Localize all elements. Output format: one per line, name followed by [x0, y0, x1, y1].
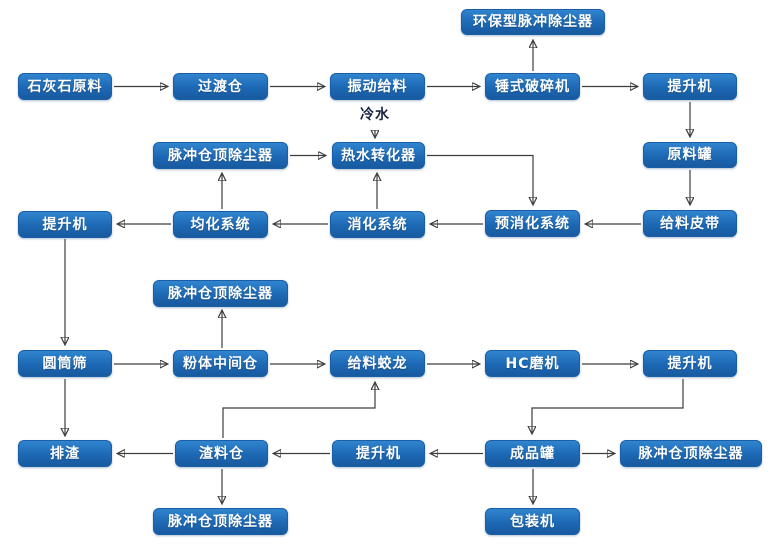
- node-pre-digestion-system: 预消化系统: [485, 210, 580, 237]
- node-hc-mill: HC磨机: [485, 350, 580, 377]
- node-elevator-4: 提升机: [332, 440, 425, 467]
- node-drum-screen: 圆筒筛: [18, 350, 112, 377]
- node-elevator-2: 提升机: [18, 211, 112, 238]
- node-raw-material-tank: 原料罐: [643, 142, 737, 168]
- flow-arrow: [427, 154, 533, 205]
- flow-arrow: [222, 383, 375, 438]
- node-pulse-silo-top-dust-collector-3: 脉冲仓顶除尘器: [620, 440, 762, 467]
- node-limestone-raw-material: 石灰石原料: [18, 73, 112, 100]
- node-feeding-screw: 给料蛟龙: [330, 350, 425, 377]
- node-slag-discharge: 排渣: [18, 440, 112, 467]
- node-elevator-3: 提升机: [643, 350, 737, 377]
- node-digestion-system: 消化系统: [330, 211, 425, 238]
- node-hot-water-converter: 热水转化器: [332, 142, 425, 169]
- node-pulse-silo-top-dust-collector-4: 脉冲仓顶除尘器: [153, 508, 288, 535]
- node-vibrating-feeder: 振动给料: [330, 73, 425, 100]
- node-powder-intermediate-bin: 粉体中间仓: [173, 350, 268, 377]
- node-eco-pulse-dust-collector: 环保型脉冲除尘器: [461, 9, 605, 35]
- flow-arrow: [532, 379, 684, 433]
- node-hammer-crusher: 锤式破碎机: [485, 73, 580, 100]
- node-homogenization-system: 均化系统: [173, 211, 268, 238]
- node-slag-bin: 渣料仓: [175, 440, 268, 467]
- node-feeding-belt: 给料皮带: [643, 210, 737, 237]
- node-pulse-silo-top-dust-collector-1: 脉冲仓顶除尘器: [153, 142, 288, 169]
- node-packing-machine: 包装机: [485, 508, 580, 535]
- node-pulse-silo-top-dust-collector-2: 脉冲仓顶除尘器: [153, 280, 288, 307]
- node-transition-bin: 过渡仓: [173, 73, 268, 100]
- node-finished-product-tank: 成品罐: [485, 440, 580, 467]
- cold-water-label: 冷水: [360, 107, 390, 123]
- node-elevator-1: 提升机: [643, 73, 737, 100]
